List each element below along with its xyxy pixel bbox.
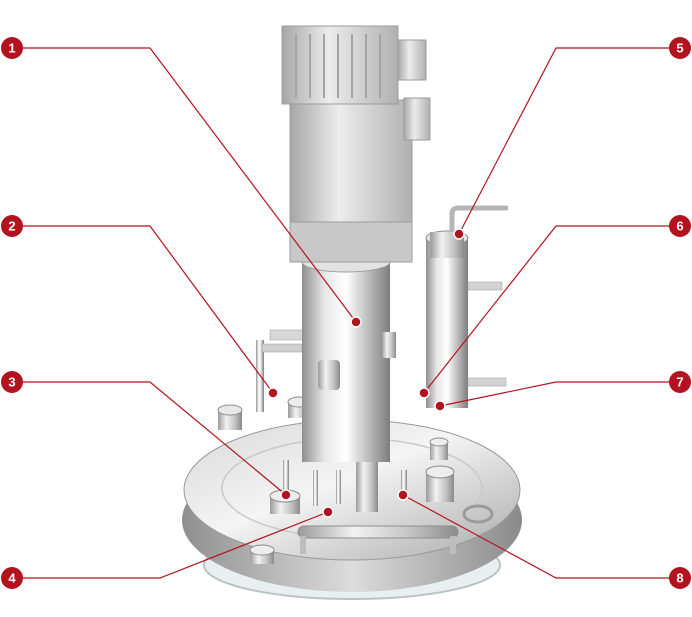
target-dot-5 bbox=[453, 228, 465, 240]
callout-number: 7 bbox=[676, 375, 683, 390]
callout-circle bbox=[669, 215, 691, 237]
callout-6: 6 bbox=[669, 215, 691, 237]
leader-line-8 bbox=[402, 494, 680, 579]
target-dot-8 bbox=[397, 489, 409, 501]
cooling-port-upper bbox=[467, 281, 503, 291]
condenser-outlet-pipe bbox=[449, 205, 508, 232]
leader-line-6 bbox=[423, 225, 680, 394]
plate-fittings bbox=[217, 396, 494, 564]
callout-circle bbox=[1, 371, 23, 393]
callout-number: 2 bbox=[8, 219, 15, 234]
target-dot-2 bbox=[267, 387, 279, 399]
dip-tube-mid-b bbox=[336, 470, 341, 504]
callout-5: 5 bbox=[669, 37, 691, 59]
callout-circle bbox=[669, 567, 691, 589]
connector-box-lower bbox=[403, 97, 431, 141]
leader-line-5 bbox=[458, 47, 680, 235]
leader-line-4 bbox=[12, 511, 329, 579]
target-dot-1 bbox=[350, 316, 362, 328]
loop-handle-right bbox=[462, 504, 494, 524]
leader-lines bbox=[12, 47, 680, 579]
motor-upper-housing bbox=[281, 25, 399, 105]
motor-assembly bbox=[281, 25, 431, 263]
callout-number: 1 bbox=[8, 41, 15, 56]
cap-fitting-left bbox=[217, 404, 243, 430]
dip-tube-left bbox=[283, 460, 289, 494]
callout-circle bbox=[669, 37, 691, 59]
callout-number: 4 bbox=[8, 571, 16, 586]
callout-7: 7 bbox=[669, 371, 691, 393]
callout-number: 5 bbox=[676, 41, 683, 56]
callout-circle bbox=[1, 215, 23, 237]
target-dot-4 bbox=[322, 506, 334, 518]
target-dot-6 bbox=[418, 387, 430, 399]
leader-line-1 bbox=[12, 47, 357, 323]
target-dot-3 bbox=[280, 489, 292, 501]
leader-line-7 bbox=[439, 381, 680, 407]
connector-box-upper bbox=[397, 39, 427, 81]
callout-number: 6 bbox=[676, 219, 683, 234]
port-fitting-right bbox=[425, 465, 455, 502]
drive-shaft-column bbox=[301, 251, 396, 462]
callout-8: 8 bbox=[669, 567, 691, 589]
port-fitting-right-small bbox=[429, 437, 449, 460]
front-handle bbox=[297, 525, 459, 554]
callout-number: 8 bbox=[676, 571, 683, 586]
callout-number: 3 bbox=[8, 375, 15, 390]
leader-line-2 bbox=[12, 225, 274, 394]
callout-2: 2 bbox=[1, 215, 23, 237]
exhaust-condenser bbox=[425, 205, 508, 408]
callout-circle bbox=[1, 37, 23, 59]
cooling-port-lower bbox=[467, 377, 507, 387]
callout-1: 1 bbox=[1, 37, 23, 59]
leader-line-3 bbox=[12, 381, 287, 496]
motor-fins bbox=[295, 34, 381, 98]
callout-4: 4 bbox=[1, 567, 23, 589]
dip-tube-right bbox=[401, 470, 407, 498]
cap-fitting-front bbox=[249, 544, 275, 564]
callout-3: 3 bbox=[1, 371, 23, 393]
dip-tube-mid-a bbox=[313, 470, 318, 506]
callout-circle bbox=[669, 371, 691, 393]
callout-badges: 1 2 3 4 5 6 7 8 bbox=[1, 37, 691, 589]
callout-circle bbox=[1, 567, 23, 589]
target-dot-7 bbox=[434, 400, 446, 412]
